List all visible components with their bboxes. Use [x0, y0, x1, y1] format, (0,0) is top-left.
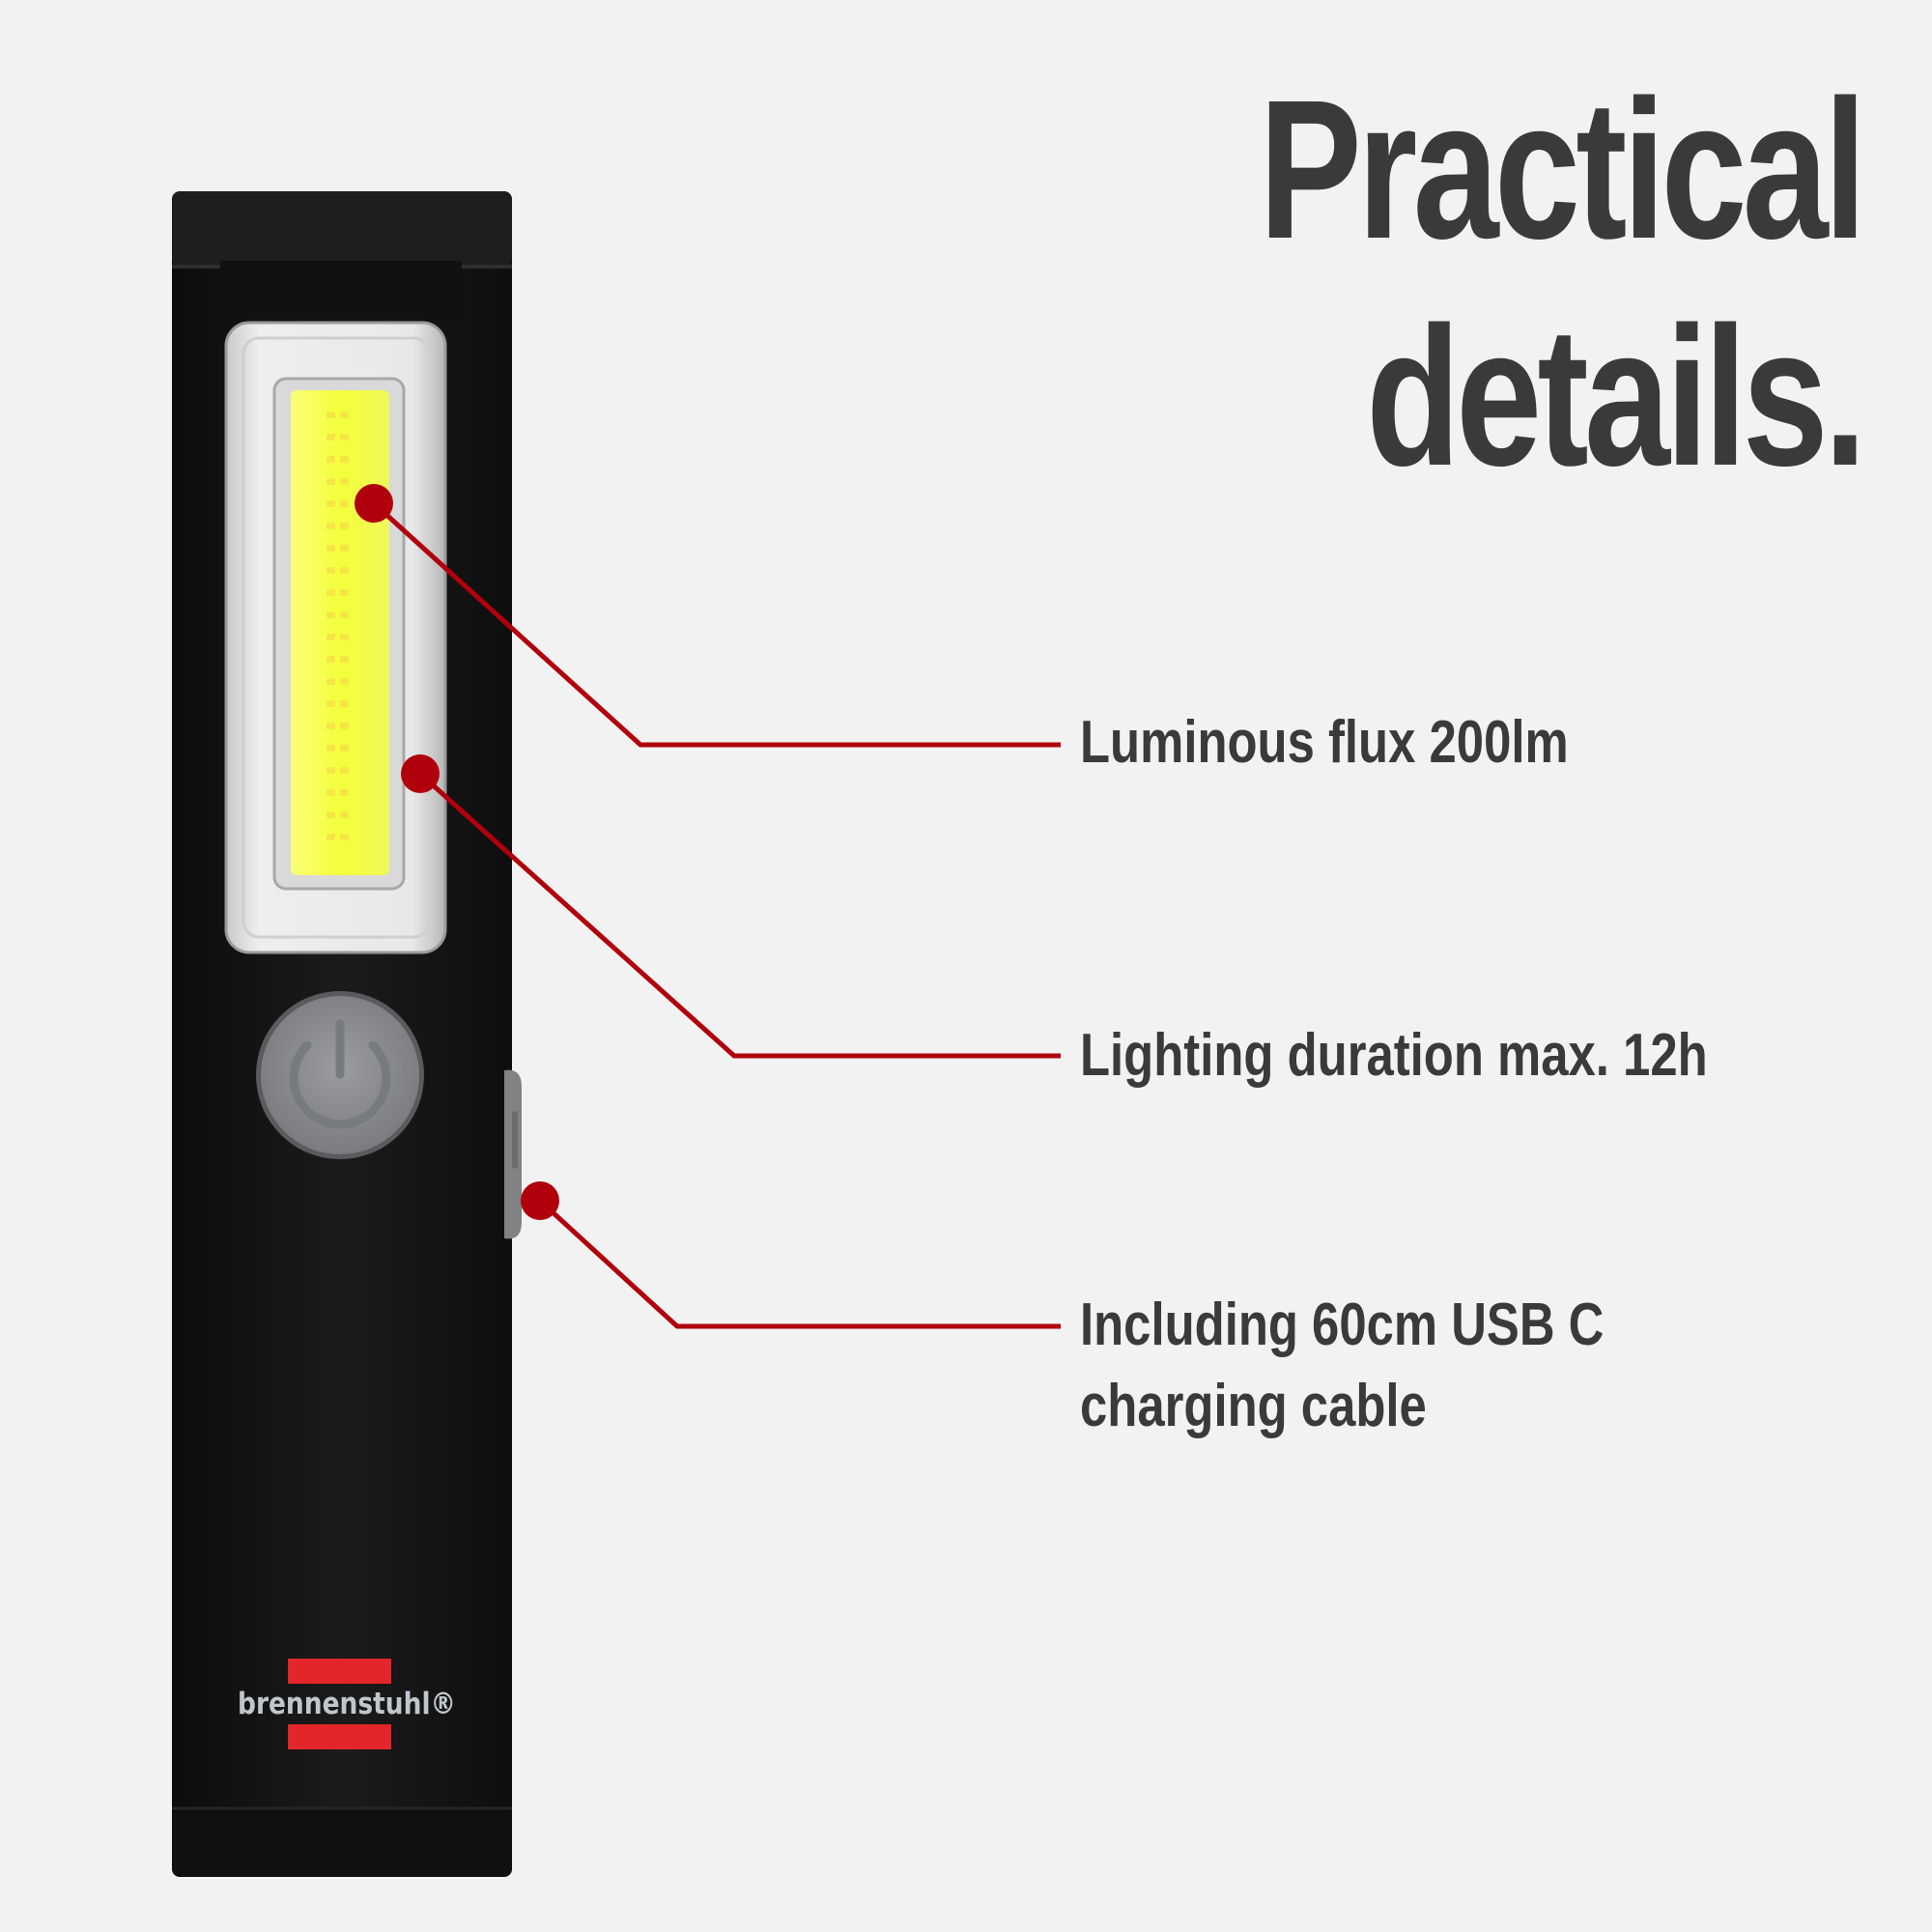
led-chip: [340, 478, 349, 485]
feature-usb-cable: Including 60cm USB C charging cable: [1080, 1292, 1605, 1439]
power-button[interactable]: [256, 991, 424, 1159]
callout-line-usb-cable: [538, 1199, 1061, 1329]
feature-luminous-flux: Luminous flux 200lm: [1080, 709, 1569, 776]
brand-logo-text: brennenstuhl®: [238, 1687, 456, 1721]
led-chip: [340, 611, 349, 618]
led-chip: [327, 634, 335, 640]
led-chip: [340, 456, 349, 463]
callout-dot: [355, 484, 393, 523]
headline-line-2: details.: [1366, 286, 1866, 507]
led-chip: [340, 811, 349, 818]
led-chip: [340, 834, 349, 840]
led-chip: [327, 700, 335, 707]
led-chip: [327, 434, 335, 440]
led-chip: [327, 811, 335, 818]
led-chip: [327, 567, 335, 574]
cob-led-panel: [272, 377, 406, 891]
led-chip: [327, 678, 335, 685]
led-chip: [340, 500, 349, 507]
led-chip: [340, 678, 349, 685]
callout-dots: [355, 484, 559, 1220]
led-chip: [340, 589, 349, 596]
callout-dot: [401, 754, 440, 793]
led-chip: [327, 656, 335, 663]
power-icon: [289, 1019, 391, 1129]
led-chip: [327, 478, 335, 485]
feature-lighting-duration: Lighting duration max. 12h: [1080, 1022, 1708, 1089]
led-chip: [327, 545, 335, 552]
led-chip: [327, 456, 335, 463]
led-chip: [340, 634, 349, 640]
led-chip: [327, 723, 335, 729]
led-chip: [327, 500, 335, 507]
led-chip: [340, 745, 349, 752]
headline-line-1: Practical: [1259, 59, 1866, 280]
led-chip: [340, 545, 349, 552]
led-chip: [327, 611, 335, 618]
led-chip: [327, 767, 335, 774]
led-chip: [340, 523, 349, 529]
led-chip: [327, 523, 335, 529]
callout-lines: [372, 501, 1061, 1329]
callout-dot: [521, 1181, 559, 1220]
led-chip: [327, 789, 335, 796]
callout-line-lighting-duration: [418, 772, 1061, 1059]
led-chip: [340, 723, 349, 729]
led-chip: [327, 745, 335, 752]
usb-port-cover[interactable]: [504, 1069, 522, 1239]
headline: Practical details.: [1259, 56, 1866, 510]
led-chip: [340, 767, 349, 774]
led-chip: [340, 656, 349, 663]
led-chip: [340, 567, 349, 574]
led-chip: [340, 700, 349, 707]
led-chip: [327, 412, 335, 418]
led-chip: [340, 434, 349, 440]
brand-logo: brennenstuhl®: [238, 1659, 456, 1749]
callout-line-luminous-flux: [372, 501, 1061, 748]
led-chip: [340, 789, 349, 796]
led-chip: [327, 834, 335, 840]
led-chip: [327, 589, 335, 596]
led-chip: [340, 412, 349, 418]
